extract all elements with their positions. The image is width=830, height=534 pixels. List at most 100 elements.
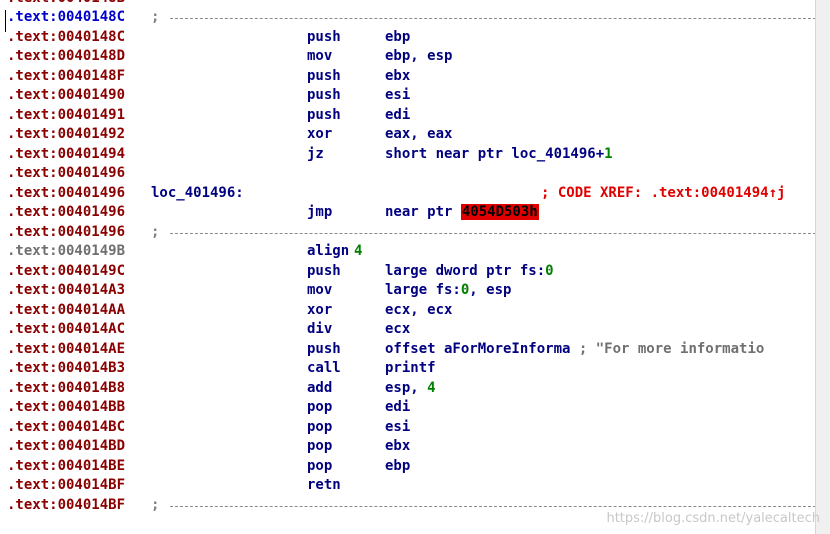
address: .text:004014BF <box>7 477 126 493</box>
address: .text:004014BD <box>7 438 126 454</box>
listing-line[interactable]: .text:004014BF; <box>0 496 816 516</box>
mnemonic: push <box>307 67 341 84</box>
operand-text: eax, eax <box>385 126 453 142</box>
address: .text:0040148D <box>7 48 126 64</box>
separator-semicolon: ; <box>151 9 160 25</box>
address: .text:00401496 <box>7 223 126 240</box>
watermark: https://blog.csdn.net/yalecaltech <box>606 511 820 526</box>
mnemonic: pop <box>307 418 333 435</box>
listing-line[interactable]: .text:00401491 push edi <box>0 106 816 126</box>
mnemonic: push <box>307 28 341 45</box>
operand-text: large dword ptr fs: <box>385 262 546 279</box>
operands[interactable]: ecx, ecx <box>385 301 452 321</box>
operands[interactable]: offset aForMoreInforma ; "For more infor… <box>385 340 764 360</box>
operand-text: esi <box>385 87 411 103</box>
mnemonic: call <box>307 360 341 376</box>
address: .text:004014BB <box>7 399 126 415</box>
mnemonic: align <box>307 243 350 259</box>
operands[interactable]: ebp <box>385 28 410 48</box>
operand-number: 0 <box>460 282 470 298</box>
mnemonic: push <box>307 262 341 279</box>
operand-text: ebp <box>385 28 411 45</box>
address: .text:004014AC <box>7 321 126 337</box>
highlighted-operand: 4054D503h <box>460 204 539 220</box>
address: .text:004014AE <box>7 340 126 357</box>
operands[interactable]: near ptr 4054D503h <box>385 203 539 223</box>
mnemonic: div <box>307 321 333 337</box>
address: .text:004014AA <box>7 301 126 318</box>
address: .text:0040148C <box>7 28 126 45</box>
operand-text: ebp <box>385 457 411 474</box>
listing-line[interactable]: .text:00401496; <box>0 223 816 243</box>
mnemonic: xor <box>307 126 333 142</box>
clipped-top-line: .text:0040148B <box>0 0 816 9</box>
operands[interactable]: large fs:0, esp <box>385 281 511 301</box>
listing-line[interactable]: .text:004014AE push offset aForMoreInforma… <box>0 340 816 360</box>
address: .text:00401494 <box>7 145 126 162</box>
operands[interactable]: esi <box>385 418 410 438</box>
listing-line[interactable]: .text:0040149B align 4 <box>0 242 816 262</box>
operands[interactable]: eax, eax <box>385 125 452 145</box>
mnemonic: jz <box>307 145 324 162</box>
operands[interactable]: esi <box>385 86 410 106</box>
listing-line[interactable]: .text:00401496 <box>0 164 816 184</box>
address: .text:0040148C <box>7 9 126 25</box>
address: .text:004014BE <box>7 457 126 474</box>
mnemonic: push <box>307 106 341 123</box>
operand-text: ebx <box>385 438 411 454</box>
listing-line[interactable]: .text:0040148C push ebp <box>0 28 816 48</box>
operand-text: short near ptr loc_401496+ <box>385 145 605 162</box>
address: .text:004014BF <box>7 496 126 513</box>
operand-number: 1 <box>604 145 613 162</box>
mnemonic: mov <box>307 282 333 298</box>
mnemonic: mov <box>307 48 333 64</box>
operand-text: ecx, ecx <box>385 301 453 318</box>
operands[interactable]: edi <box>385 106 410 126</box>
operand-text: edi <box>385 106 411 123</box>
operands[interactable]: large dword ptr fs:0 <box>385 262 554 282</box>
operands[interactable]: esp, 4 <box>385 379 436 399</box>
operand-text: ecx <box>385 321 411 337</box>
operands[interactable]: ebx <box>385 67 410 87</box>
address: .text:0040148B <box>7 0 125 9</box>
operands[interactable]: edi <box>385 398 410 418</box>
operands[interactable]: ebp <box>385 457 410 477</box>
address: .text:00401491 <box>7 106 126 123</box>
listing-line[interactable]: .text:004014BD pop ebx <box>0 437 816 457</box>
operands[interactable]: short near ptr loc_401496+1 <box>385 145 613 165</box>
operands[interactable]: printf <box>385 359 436 379</box>
string-comment: ; "For more informatio <box>570 340 765 357</box>
listing-line[interactable]: .text:00401494 jz short near ptr loc_40149… <box>0 145 816 165</box>
address: .text:00401496 <box>7 204 126 220</box>
listing-line[interactable]: .text:0040148D mov ebp, esp <box>0 47 816 67</box>
operand-text: offset aForMoreInforma <box>385 340 571 357</box>
operands[interactable]: ebx <box>385 437 410 457</box>
vertical-scrollbar[interactable] <box>815 0 830 534</box>
listing-line[interactable]: .text:00401496 jmp near ptr 4054D503h <box>0 203 816 223</box>
listing-line[interactable]: .text:0040148C; <box>0 8 816 28</box>
listing-line[interactable]: .text:004014AC div ecx <box>0 320 816 340</box>
address: .text:00401496 <box>7 184 126 201</box>
operands[interactable]: ebp, esp <box>385 47 452 67</box>
operands[interactable]: ecx <box>385 320 410 340</box>
mnemonic: pop <box>307 438 333 454</box>
address: .text:0040149B <box>7 243 126 259</box>
mnemonic: push <box>307 340 341 357</box>
separator-semicolon: ; <box>151 496 160 513</box>
mnemonic: jmp <box>307 204 333 220</box>
operands[interactable]: 4 <box>354 242 362 262</box>
